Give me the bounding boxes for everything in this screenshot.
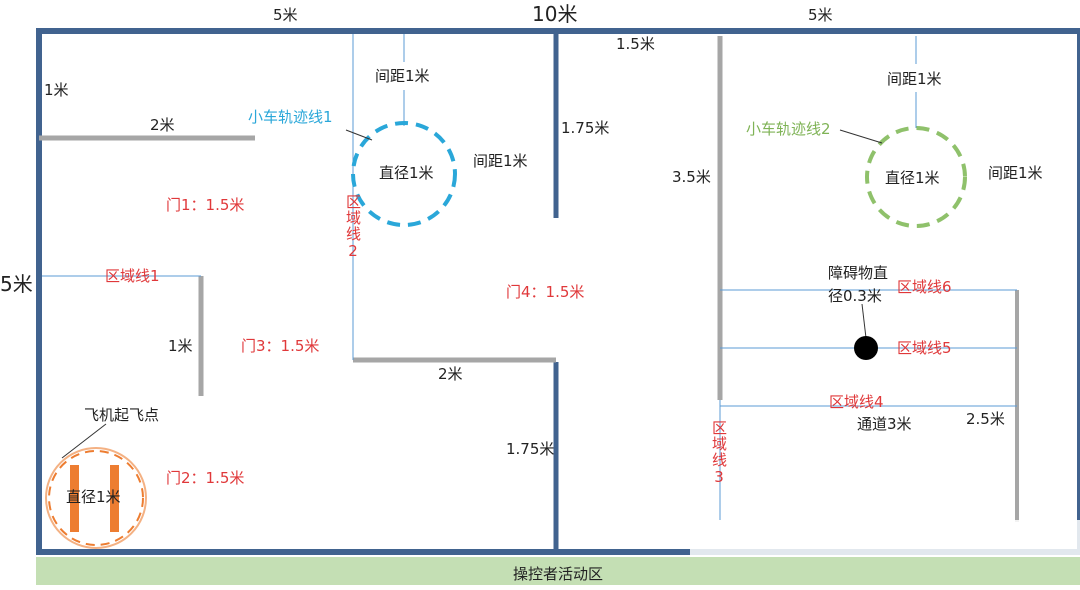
dim-spacing-left-right: 间距1米: [473, 152, 528, 170]
dim-wall-2m-top: 2米: [150, 116, 175, 134]
takeoff-circle-dashed: [48, 450, 144, 546]
label-obstacle-line-2: 径0.3米: [828, 287, 882, 305]
dim-spacing-right: 间距1米: [887, 70, 942, 88]
label-zone-5: 区域线5: [897, 339, 952, 357]
dim-top-right: 5米: [808, 6, 833, 24]
label-zone-1: 区域线1: [105, 267, 160, 285]
dim-diameter-left: 直径1米: [379, 164, 434, 182]
dim-spacing-left: 间距1米: [375, 67, 430, 85]
outer-wall: [36, 28, 1080, 555]
operator-area: 操控者活动区: [36, 557, 1080, 585]
label-zone-4: 区域线4: [829, 393, 884, 411]
dim-top-total: 10米: [532, 2, 578, 26]
dim-gap-1-5m: 1.5米: [616, 35, 655, 53]
leader-takeoff: [61, 423, 107, 459]
dim-takeoff-diameter: 直径1米: [66, 488, 121, 506]
label-door-3: 门3：1.5米: [241, 337, 320, 355]
label-track-2: 小车轨迹线2: [746, 120, 831, 138]
label-door-4: 门4：1.5米: [506, 283, 585, 301]
corner-fade: [690, 520, 1080, 555]
label-door-2: 门2：1.5米: [166, 469, 245, 487]
label-obstacle-line-1: 障碍物直: [828, 264, 889, 282]
track-circle-1: [351, 121, 457, 227]
dim-channel-3m: 通道3米: [857, 415, 912, 433]
dim-wall-3-5m: 3.5米: [672, 168, 711, 186]
label-track-1: 小车轨迹线1: [248, 108, 333, 126]
track-circle-2: [865, 126, 967, 228]
dim-wall-1-75-bottom: 1.75米: [506, 440, 555, 458]
takeoff-circle: [45, 447, 147, 549]
label-zone-2: 区域线2: [344, 194, 362, 261]
leader-obstacle: [861, 303, 867, 339]
dim-top-left: 5米: [273, 6, 298, 24]
label-takeoff-point: 飞机起飞点: [84, 406, 160, 424]
obstacle: [854, 336, 878, 360]
dim-left-total: 5米: [0, 272, 33, 296]
dim-spacing-right-right: 间距1米: [988, 164, 1043, 182]
operator-area-label: 操控者活动区: [512, 565, 603, 583]
helipad-bar-left: [70, 465, 79, 532]
label-zone-6: 区域线6: [897, 278, 952, 296]
dim-diameter-right: 直径1米: [885, 169, 940, 187]
leader-track-1: [345, 129, 373, 141]
dim-wall-1m-left: 1米: [168, 337, 193, 355]
dim-wall-2m-mid: 2米: [438, 365, 463, 383]
leader-track-2: [839, 129, 883, 144]
dim-channel-2-5m: 2.5米: [966, 410, 1005, 428]
label-zone-3: 区域线3: [710, 420, 728, 487]
label-door-1: 门1：1.5米: [166, 196, 245, 214]
dim-wall-1-75-top: 1.75米: [561, 119, 610, 137]
dim-left-1m: 1米: [44, 81, 69, 99]
helipad-bar-right: [110, 465, 119, 532]
